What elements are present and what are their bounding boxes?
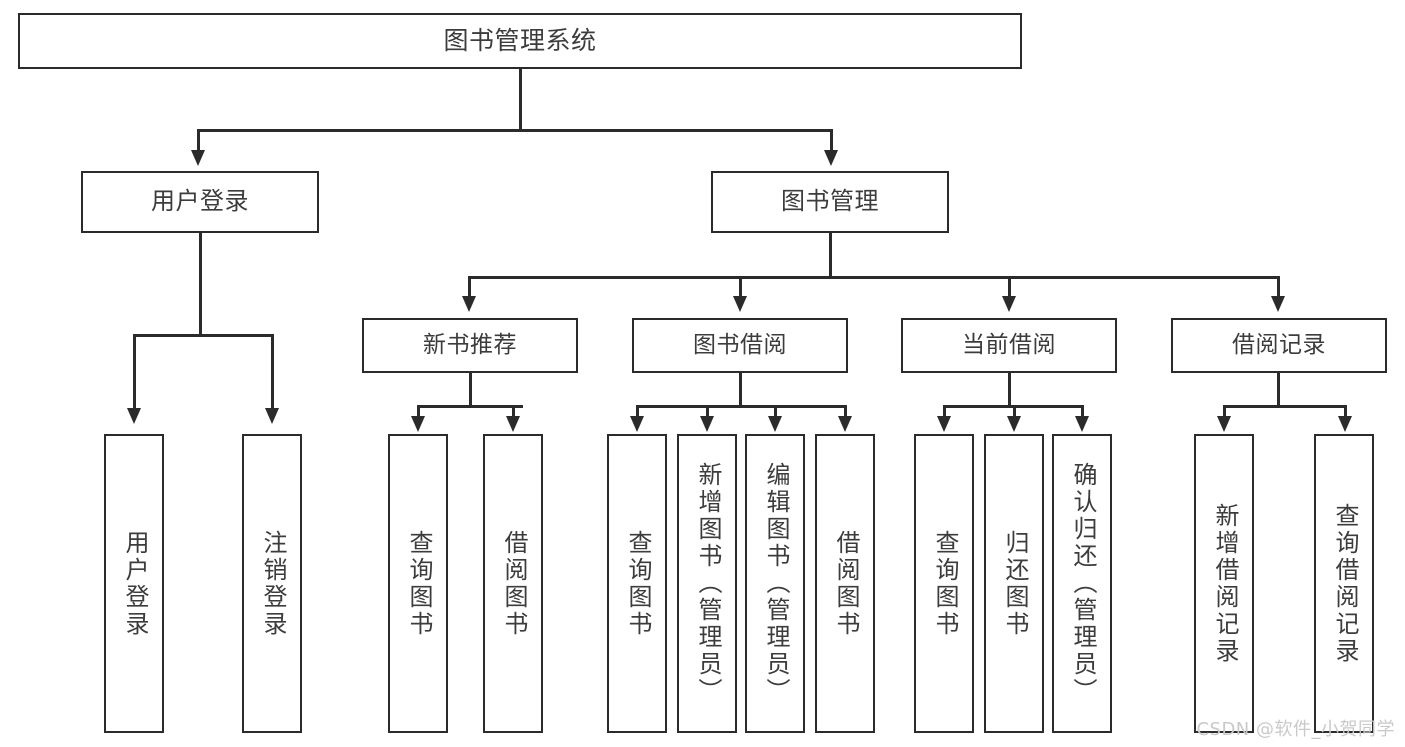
node-user-login: 用户登录 — [81, 171, 319, 233]
node-book-borrow: 图书借阅 — [632, 318, 848, 373]
connector-book-borrow-to-leaf-2 — [706, 405, 709, 419]
connector-current-borrow-to-leaf-2 — [1013, 405, 1016, 419]
leaf-current-borrow-1: 查询图书 — [914, 434, 974, 733]
node-label: 新书推荐 — [423, 332, 517, 359]
connector-book-manage-to-book-borrow — [739, 276, 742, 300]
node-label: 用户登录 — [120, 529, 149, 638]
leaf-new-book-recommend-2: 借阅图书 — [483, 434, 543, 733]
connector-book-manage-to-borrow-record — [1277, 276, 1280, 300]
node-label: 确认归还（管理员） — [1068, 462, 1097, 705]
connector-book-manage-to-new-book — [468, 276, 471, 300]
connector-new-book-to-leaf-1 — [417, 405, 420, 419]
connector-user-login-to-leaf-2 — [271, 334, 274, 410]
arrowhead-new-book-recommend — [462, 296, 476, 312]
connector-current-borrow-stem — [1008, 373, 1011, 407]
connector-book-manage-bus — [468, 276, 1280, 279]
leaf-book-borrow-2: 新增图书（管理员） — [677, 434, 737, 733]
node-label: 用户登录 — [151, 187, 249, 216]
leaf-book-borrow-1: 查询图书 — [607, 434, 667, 733]
node-label: 查询图书 — [930, 529, 959, 638]
node-root-system: 图书管理系统 — [18, 13, 1022, 69]
arrowhead-user-login-leaf-2 — [265, 408, 279, 424]
node-label: 查询图书 — [404, 529, 433, 638]
arrowhead-current-borrow-leaf-1 — [937, 416, 951, 432]
connector-root-to-book-manage — [830, 129, 833, 153]
connector-new-book-stem — [469, 373, 472, 407]
connector-borrow-record-stem — [1277, 373, 1280, 407]
node-label: 图书管理 — [781, 187, 879, 216]
connector-current-borrow-to-leaf-3 — [1081, 405, 1084, 419]
arrowhead-book-manage — [824, 150, 838, 166]
node-label: 新增借阅记录 — [1210, 502, 1239, 665]
node-book-management: 图书管理 — [711, 171, 949, 233]
connector-borrow-record-to-leaf-1 — [1223, 405, 1226, 419]
arrowhead-user-login — [191, 150, 205, 166]
arrowhead-borrow-record — [1271, 296, 1285, 312]
node-label: 查询借阅记录 — [1330, 502, 1359, 665]
node-label: 借阅图书 — [499, 529, 528, 638]
node-new-book-recommend: 新书推荐 — [362, 318, 578, 373]
node-label: 图书管理系统 — [443, 25, 597, 55]
leaf-book-borrow-3: 编辑图书（管理员） — [745, 434, 805, 733]
connector-new-book-bus — [417, 405, 523, 408]
leaf-current-borrow-2: 归还图书 — [984, 434, 1044, 733]
leaf-new-book-recommend-1: 查询图书 — [388, 434, 448, 733]
node-label: 当前借阅 — [962, 332, 1056, 359]
leaf-borrow-record-2: 查询借阅记录 — [1314, 434, 1374, 733]
connector-book-manage-stem — [829, 233, 832, 278]
arrowhead-book-borrow-leaf-2 — [700, 416, 714, 432]
node-current-borrow: 当前借阅 — [901, 318, 1117, 373]
leaf-user-login-2: 注销登录 — [242, 434, 302, 733]
connector-book-borrow-to-leaf-1 — [636, 405, 639, 419]
arrowhead-book-borrow-leaf-1 — [630, 416, 644, 432]
connector-user-login-bus — [133, 334, 271, 337]
node-label: 查询图书 — [623, 529, 652, 638]
leaf-borrow-record-1: 新增借阅记录 — [1194, 434, 1254, 733]
node-borrow-record: 借阅记录 — [1171, 318, 1387, 373]
node-label: 借阅记录 — [1232, 332, 1326, 359]
connector-book-manage-to-current-borrow — [1008, 276, 1011, 300]
node-label: 新增图书（管理员） — [693, 462, 722, 705]
connector-root-stem — [519, 69, 522, 131]
connector-current-borrow-bus — [943, 405, 1082, 408]
arrowhead-book-borrow-leaf-3 — [768, 416, 782, 432]
arrowhead-user-login-leaf-1 — [127, 408, 141, 424]
connector-user-login-stem — [199, 233, 202, 336]
arrowhead-book-borrow — [733, 296, 747, 312]
arrowhead-new-book-leaf-2 — [506, 416, 520, 432]
node-label: 图书借阅 — [693, 332, 787, 359]
connector-book-borrow-stem — [739, 373, 742, 407]
connector-root-to-user-login — [197, 129, 200, 153]
arrowhead-book-borrow-leaf-4 — [838, 416, 852, 432]
connector-book-borrow-to-leaf-3 — [774, 405, 777, 419]
arrowhead-borrow-record-leaf-2 — [1338, 416, 1352, 432]
connector-book-borrow-bus — [636, 405, 844, 408]
leaf-user-login-1: 用户登录 — [104, 434, 164, 733]
connector-borrow-record-to-leaf-2 — [1344, 405, 1347, 419]
leaf-current-borrow-3: 确认归还（管理员） — [1052, 434, 1112, 733]
node-label: 借阅图书 — [831, 529, 860, 638]
connector-root-bus — [197, 129, 832, 132]
node-label: 注销登录 — [258, 529, 287, 638]
node-label: 归还图书 — [1000, 529, 1029, 638]
arrowhead-new-book-leaf-1 — [411, 416, 425, 432]
connector-new-book-to-leaf-2 — [512, 405, 515, 419]
connector-user-login-to-leaf-1 — [133, 334, 136, 410]
connector-current-borrow-to-leaf-1 — [943, 405, 946, 419]
arrowhead-current-borrow-leaf-3 — [1075, 416, 1089, 432]
arrowhead-current-borrow-leaf-2 — [1007, 416, 1021, 432]
connector-book-borrow-to-leaf-4 — [844, 405, 847, 419]
connector-borrow-record-bus — [1223, 405, 1345, 408]
arrowhead-current-borrow — [1002, 296, 1016, 312]
leaf-book-borrow-4: 借阅图书 — [815, 434, 875, 733]
arrowhead-borrow-record-leaf-1 — [1217, 416, 1231, 432]
node-label: 编辑图书（管理员） — [761, 462, 790, 705]
